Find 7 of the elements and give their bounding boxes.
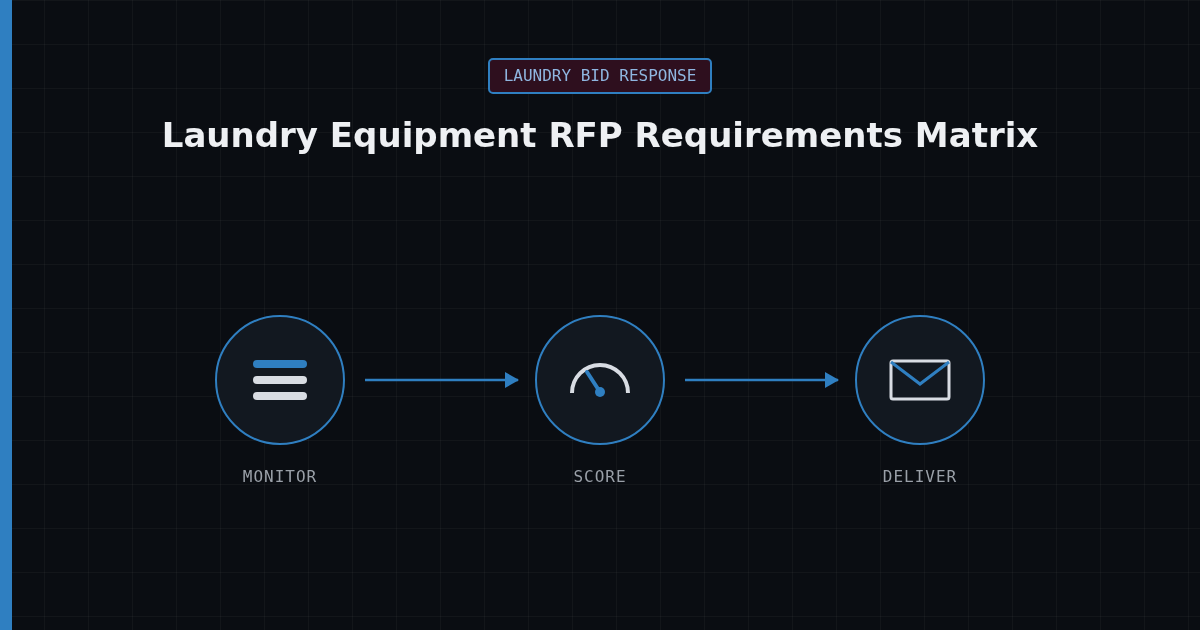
step-label: SCORE: [573, 466, 627, 488]
page-title: Laundry Equipment RFP Requirements Matrix: [161, 114, 1039, 157]
category-tag: LAUNDRY BID RESPONSE: [487, 58, 713, 94]
step-label: MONITOR: [242, 466, 318, 488]
arrow: [685, 372, 839, 388]
step-label: DELIVER: [882, 466, 958, 488]
arrow: [365, 372, 519, 388]
